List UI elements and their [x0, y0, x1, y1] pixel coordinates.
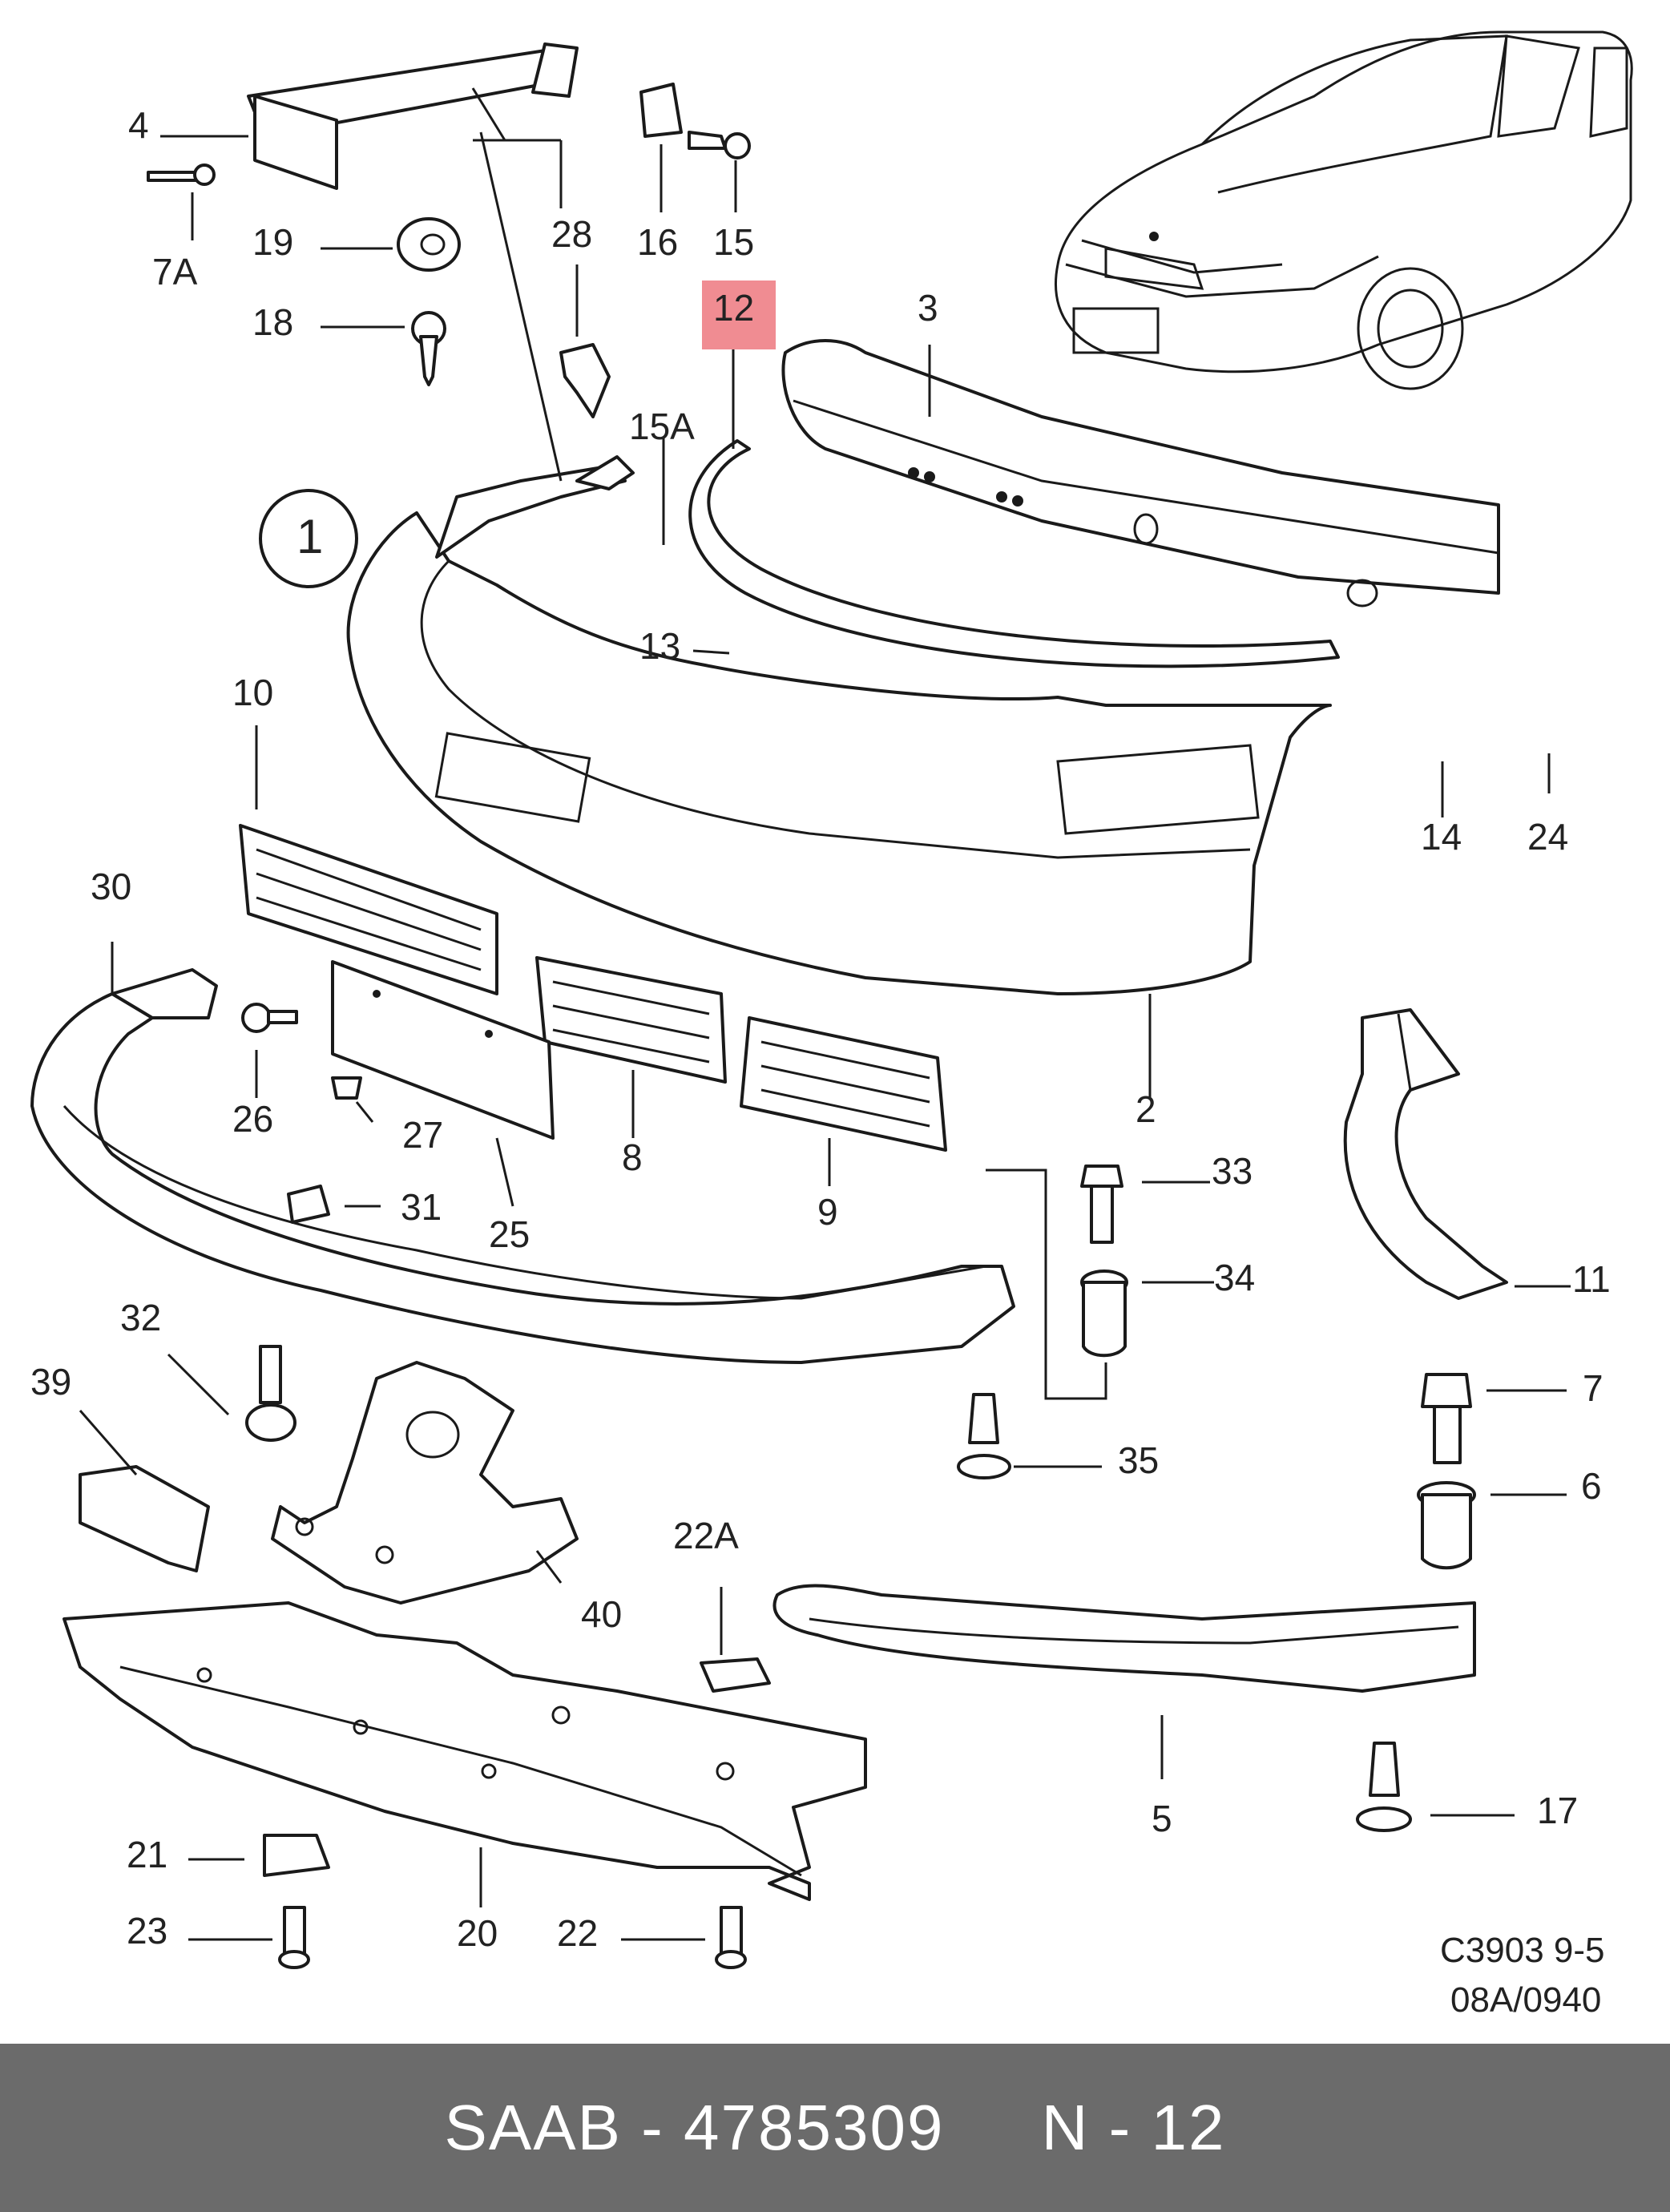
- callout-11: 11: [1572, 1258, 1611, 1300]
- callout-1: 1: [296, 510, 323, 563]
- bumper-cover: [346, 455, 1332, 995]
- callout-24: 24: [1527, 816, 1568, 858]
- side-trim-strip: [772, 1584, 1476, 1693]
- callout-10: 10: [232, 672, 273, 713]
- callout-28: 28: [551, 213, 592, 255]
- clip-21: [263, 1834, 330, 1877]
- callout-14: 14: [1421, 816, 1462, 858]
- bolt-33: [1080, 1165, 1123, 1244]
- bolt: [147, 163, 216, 186]
- clip-27: [331, 1076, 362, 1100]
- screw: [688, 131, 751, 159]
- clip-31: [287, 1185, 330, 1224]
- sleeve-6: [1417, 1481, 1476, 1570]
- grille-right: [740, 1016, 947, 1152]
- callout-34: 34: [1214, 1257, 1255, 1298]
- callout-35: 35: [1118, 1439, 1159, 1481]
- diagram-reference-code: C3903 9-5: [1440, 1931, 1604, 1970]
- callout-4: 4: [128, 104, 149, 146]
- callout-33: 33: [1212, 1150, 1252, 1192]
- screw-26: [241, 1003, 298, 1033]
- callout-17: 17: [1537, 1790, 1578, 1831]
- part-number-footer: SAAB - 4785309 N - 12: [0, 2044, 1670, 2212]
- callout-9: 9: [817, 1191, 838, 1233]
- self-tapping-screw: [411, 311, 446, 386]
- callout-8: 8: [622, 1136, 643, 1178]
- screw-22: [715, 1906, 747, 1969]
- clip-nut: [639, 83, 683, 138]
- callout-7a: 7A: [152, 251, 198, 293]
- sleeve-34: [1080, 1269, 1128, 1358]
- callout-labels: 4 7A 19 18 28 16 15 12 3 15A 1 13 10 14 …: [30, 104, 1611, 1954]
- air-deflector: [271, 1361, 579, 1605]
- mounting-bracket: [247, 42, 579, 190]
- diagram-reference-date: 08A/0940: [1450, 1980, 1601, 2020]
- bracket-39: [79, 1465, 210, 1572]
- bolt-32: [245, 1345, 296, 1442]
- screw-17: [1356, 1742, 1412, 1832]
- callout-6: 6: [1581, 1465, 1602, 1507]
- callout-19: 19: [252, 221, 293, 263]
- callout-12: 12: [713, 287, 754, 329]
- callout-27: 27: [402, 1114, 443, 1156]
- clip-22a: [700, 1657, 771, 1693]
- screw-23: [278, 1906, 310, 1969]
- bolt-7: [1421, 1373, 1472, 1464]
- screw-35: [957, 1393, 1011, 1479]
- side-bracket: [1343, 1008, 1508, 1300]
- callout-25: 25: [489, 1213, 530, 1255]
- car-illustration: [1055, 30, 1633, 390]
- leader-lines: [79, 87, 1571, 1941]
- callout-23: 23: [127, 1910, 167, 1952]
- seal-strip: [688, 439, 1340, 668]
- callout-32: 32: [120, 1297, 161, 1338]
- bumper-reinforcement: [781, 339, 1500, 607]
- highlight-box: [702, 281, 776, 349]
- callout-5: 5: [1152, 1798, 1172, 1839]
- callout-39: 39: [30, 1361, 71, 1403]
- grille-center: [239, 824, 498, 995]
- callout-2: 2: [1136, 1088, 1156, 1130]
- callout-15a: 15A: [629, 406, 695, 447]
- callout-26: 26: [232, 1098, 273, 1140]
- callout-13: 13: [639, 625, 680, 667]
- callout-22: 22: [557, 1912, 598, 1954]
- callout-30: 30: [91, 866, 131, 907]
- grille-left: [535, 956, 727, 1084]
- callout-16: 16: [637, 221, 678, 263]
- lower-spoiler: [30, 968, 1015, 1364]
- callout-3: 3: [918, 287, 938, 329]
- footer-part-label: SAAB - 4785309 N - 12: [444, 2092, 1226, 2163]
- callout-22a: 22A: [673, 1515, 739, 1556]
- callout-20: 20: [457, 1912, 498, 1954]
- callout-40: 40: [581, 1593, 622, 1635]
- callout-15: 15: [713, 221, 754, 263]
- callout-21: 21: [127, 1834, 167, 1875]
- callout-7: 7: [1583, 1367, 1603, 1409]
- license-plate-holder: [331, 960, 555, 1140]
- callout-1-circle: [259, 489, 358, 588]
- parts-diagram: 4 7A 19 18 28 16 15 12 3 15A 1 13 10 14 …: [30, 30, 1633, 2020]
- nut: [397, 217, 461, 272]
- callout-18: 18: [252, 301, 293, 343]
- splash-shield: [63, 1601, 867, 1901]
- callout-31: 31: [401, 1186, 442, 1228]
- retaining-clip: [559, 343, 611, 418]
